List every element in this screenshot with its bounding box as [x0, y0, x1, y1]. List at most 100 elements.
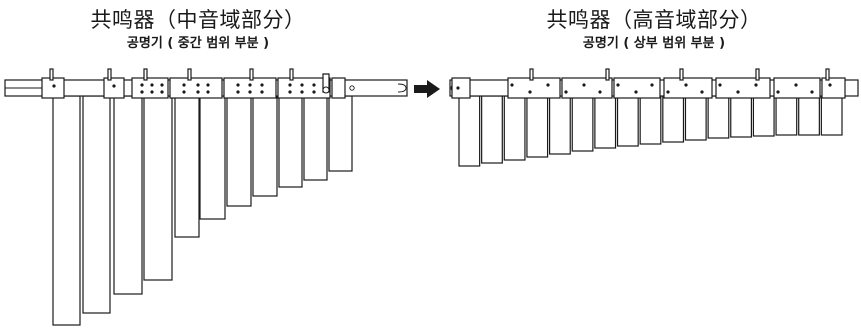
support-post [605, 68, 610, 81]
resonator-tube [252, 95, 278, 197]
hardware-dot [598, 90, 602, 94]
hardware-dot [616, 83, 620, 87]
mid-range-caption: 共鸣器（中音域部分） 공명기 ( 중간 범위 부분 ) [48, 8, 348, 52]
hardware-dot [112, 84, 116, 88]
hardware-dot [182, 90, 186, 94]
hardware-dot [776, 90, 780, 94]
resonator-tube [458, 95, 481, 167]
hardware-dot [150, 90, 154, 94]
hardware-dot [312, 90, 316, 94]
resonator-tube [303, 95, 328, 181]
high-range-title-zh: 共鸣器（高音域部分） [546, 8, 762, 32]
hardware-dot [140, 90, 144, 94]
hardware-dot [754, 83, 758, 87]
resonator-tube [752, 95, 775, 137]
bracket-plate [821, 77, 846, 99]
resonator-tube [684, 95, 707, 141]
resonator-tube [548, 95, 571, 155]
hardware-dot [736, 90, 740, 94]
hardware-dot [684, 83, 688, 87]
resonator-tube [571, 95, 594, 152]
resonator-tube [52, 95, 81, 326]
support-post [249, 68, 254, 81]
bracket-plate [103, 77, 125, 99]
hardware-dot [794, 83, 798, 87]
bracket-plate [277, 77, 331, 99]
support-post [143, 68, 148, 81]
hardware-dot [52, 84, 56, 88]
bracket-plate [169, 77, 223, 99]
hardware-dot [140, 83, 144, 87]
resonator-tube [199, 95, 226, 220]
hardware-dot [160, 83, 164, 87]
hardware-dot [718, 83, 722, 87]
bracket-plate [715, 77, 771, 99]
hardware-dot [546, 83, 550, 87]
rail-hole [349, 85, 355, 91]
hardware-dot [236, 83, 240, 87]
resonator-tube [143, 95, 173, 281]
resonator-tube [616, 95, 639, 147]
support-post [679, 68, 684, 81]
bracket-plate [223, 77, 277, 99]
resonator-tube [526, 95, 549, 158]
resonator-tube [639, 95, 662, 145]
support-post [825, 68, 830, 81]
hardware-dot [700, 90, 704, 94]
resonator-tube [174, 95, 200, 238]
mid-range-title-zh: 共鸣器（中音域部分） [90, 8, 306, 32]
hardware-dot [312, 83, 316, 87]
resonator-tube [707, 95, 730, 139]
resonator-tube [820, 95, 843, 136]
bracket-plate [561, 77, 613, 99]
high-range-resonators [449, 68, 859, 167]
bracket-plate [131, 77, 169, 99]
hardware-dot [196, 83, 200, 87]
resonator-tube [82, 95, 111, 314]
resonator-tube [113, 95, 143, 295]
hardware-dot [288, 83, 292, 87]
hardware-dot [582, 83, 586, 87]
resonator-tube [775, 95, 798, 136]
latch-knob [322, 86, 330, 94]
hardware-dot [260, 90, 264, 94]
hardware-dot [160, 90, 164, 94]
resonator-tube [662, 95, 685, 143]
resonator-tube [481, 95, 503, 164]
hardware-dot [300, 83, 304, 87]
bracket-plate [773, 77, 821, 99]
bracket-plate [451, 77, 471, 99]
hardware-dot [248, 83, 252, 87]
support-post [289, 68, 294, 81]
right-arrow-icon [414, 80, 440, 98]
hardware-dot [828, 83, 832, 87]
mid-range-title-ko: 공명기 ( 중간 범위 부분 ) [126, 36, 270, 51]
support-post [107, 68, 112, 81]
high-range-title-ko: 공명기 ( 상부 범위 부분 ) [582, 36, 726, 51]
bracket-plate [663, 77, 713, 99]
hardware-dot [666, 90, 670, 94]
hardware-dot [206, 83, 210, 87]
hardware-dot [288, 90, 292, 94]
hardware-dot [510, 83, 514, 87]
hardware-dot [528, 90, 532, 94]
resonator-tube [798, 95, 820, 136]
support-post [755, 68, 760, 81]
hardware-dot [650, 83, 654, 87]
hardware-dot [564, 90, 568, 94]
hardware-dot [206, 90, 210, 94]
hardware-dot [810, 90, 814, 94]
hardware-dot [236, 90, 240, 94]
hardware-dot [182, 83, 186, 87]
mid-range-resonators [4, 68, 408, 326]
resonator-tube [730, 95, 753, 138]
resonator-tube [328, 95, 353, 172]
support-post [529, 68, 534, 81]
bracket-plate [613, 77, 661, 99]
rail-hook [397, 83, 407, 93]
hardware-dot [196, 90, 200, 94]
hardware-dot [248, 90, 252, 94]
high-range-caption: 共鸣器（高音域部分） 공명기 ( 상부 범위 부분 ) [494, 8, 814, 52]
hardware-dot [260, 83, 264, 87]
